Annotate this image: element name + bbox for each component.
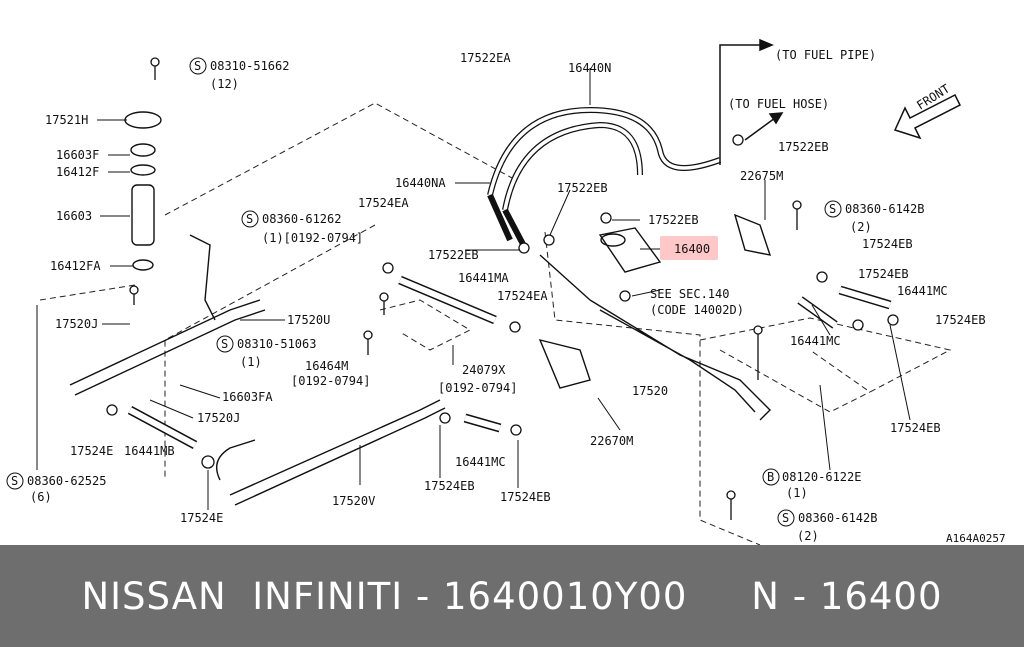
label-16412F: 16412F <box>56 165 99 179</box>
annotation-see-sec: SEE SEC.140 <box>650 287 729 301</box>
label-16440N: 16440N <box>568 61 611 75</box>
parts-diagram: S S S S S B S 08310-51662 (12) 17521H 16… <box>6 38 1006 545</box>
marker-s: S <box>221 337 228 351</box>
label-16603: 16603 <box>56 209 92 223</box>
label-17521H: 17521H <box>45 113 88 127</box>
label-qty-2b: (2) <box>797 529 819 543</box>
label-08120-6122E: 08120-6122E <box>782 470 861 484</box>
marker-s: S <box>11 474 18 488</box>
label-16441MA: 16441MA <box>458 271 509 285</box>
label-08310-51063: 08310-51063 <box>237 337 316 351</box>
label-17524EB-f: 17524EB <box>890 421 941 435</box>
marker-s: S <box>782 511 789 525</box>
label-range-1: (1)[0192-0794] <box>262 231 363 245</box>
label-16603FA: 16603FA <box>222 390 273 404</box>
label-qty-12: (12) <box>210 77 239 91</box>
label-17524E-b: 17524E <box>180 511 223 525</box>
label-17522EB-c: 17522EB <box>648 213 699 227</box>
marker-s: S <box>829 202 836 216</box>
label-qty-2a: (2) <box>850 220 872 234</box>
marker-b: B <box>767 470 774 484</box>
label-17524EB-d: 17524EB <box>858 267 909 281</box>
label-17520U: 17520U <box>287 313 330 327</box>
label-17520J-b: 17520J <box>197 411 240 425</box>
label-17524EB-b: 17524EB <box>500 490 551 504</box>
label-17524EB-e: 17524EB <box>935 313 986 327</box>
leader-lines <box>36 68 911 510</box>
label-16441MB: 16441MB <box>124 444 175 458</box>
annotation-front: FRONT <box>914 82 952 113</box>
label-17520J-a: 17520J <box>55 317 98 331</box>
label-17522EB-d: 17522EB <box>778 140 829 154</box>
bolts-and-clamps <box>106 57 899 520</box>
annotation-code-ref: (CODE 14002D) <box>650 303 744 317</box>
label-17524E-a: 17524E <box>70 444 113 458</box>
label-qty-1b: (1) <box>786 486 808 500</box>
label-22675M: 22675M <box>740 169 783 183</box>
label-17524EA-b: 17524EA <box>497 289 548 303</box>
label-qty-1a: (1) <box>240 355 262 369</box>
label-08310-51662: 08310-51662 <box>210 59 289 73</box>
label-24079X: 24079X <box>462 363 506 377</box>
diagram-code: A164A0257 <box>946 532 1006 545</box>
label-08360-62525: 08360-62525 <box>27 474 106 488</box>
label-17522EB-b: 17522EB <box>557 181 608 195</box>
footer-banner: NISSAN INFINITI - 1640010Y00 N - 16400 <box>0 545 1024 647</box>
direction-arrows <box>719 38 962 165</box>
label-16441MC-c: 16441MC <box>790 334 841 348</box>
highlight-16400 <box>660 236 718 260</box>
label-17524EB-c: 17524EB <box>862 237 913 251</box>
fuel-rail-drawing <box>69 106 892 506</box>
label-17522EA-top: 17522EA <box>460 51 511 65</box>
annotation-to-fuel-pipe: (TO FUEL PIPE) <box>775 48 876 62</box>
label-16464M: 16464M <box>305 359 348 373</box>
label-16440NA: 16440NA <box>395 176 446 190</box>
marker-s: S <box>246 212 253 226</box>
label-16412FA: 16412FA <box>50 259 101 273</box>
label-17524EB-a: 17524EB <box>424 479 475 493</box>
label-08360-6142B-a: 08360-6142B <box>845 202 924 216</box>
annotation-to-fuel-hose: (TO FUEL HOSE) <box>728 97 829 111</box>
label-17520V: 17520V <box>332 494 375 508</box>
front-arrow-icon <box>893 93 962 140</box>
label-16441MC-a: 16441MC <box>455 455 506 469</box>
label-17520: 17520 <box>632 384 668 398</box>
part-type-markers <box>6 57 842 527</box>
label-16441MC-b: 16441MC <box>897 284 948 298</box>
label-16603F: 16603F <box>56 148 99 162</box>
footer-part-number: NISSAN INFINITI - 1640010Y00 N - 16400 <box>81 574 943 618</box>
label-16400: 16400 <box>674 242 710 256</box>
label-range-2: [0192-0794] <box>291 374 370 388</box>
label-08360-61262: 08360-61262 <box>262 212 341 226</box>
label-08360-6142B-b: 08360-6142B <box>798 511 877 525</box>
label-17522EB-a: 17522EB <box>428 248 479 262</box>
label-qty-6: (6) <box>30 490 52 504</box>
label-22670M: 22670M <box>590 434 633 448</box>
marker-s: S <box>194 59 201 73</box>
label-17524EA-a: 17524EA <box>358 196 409 210</box>
label-range-3: [0192-0794] <box>438 381 517 395</box>
